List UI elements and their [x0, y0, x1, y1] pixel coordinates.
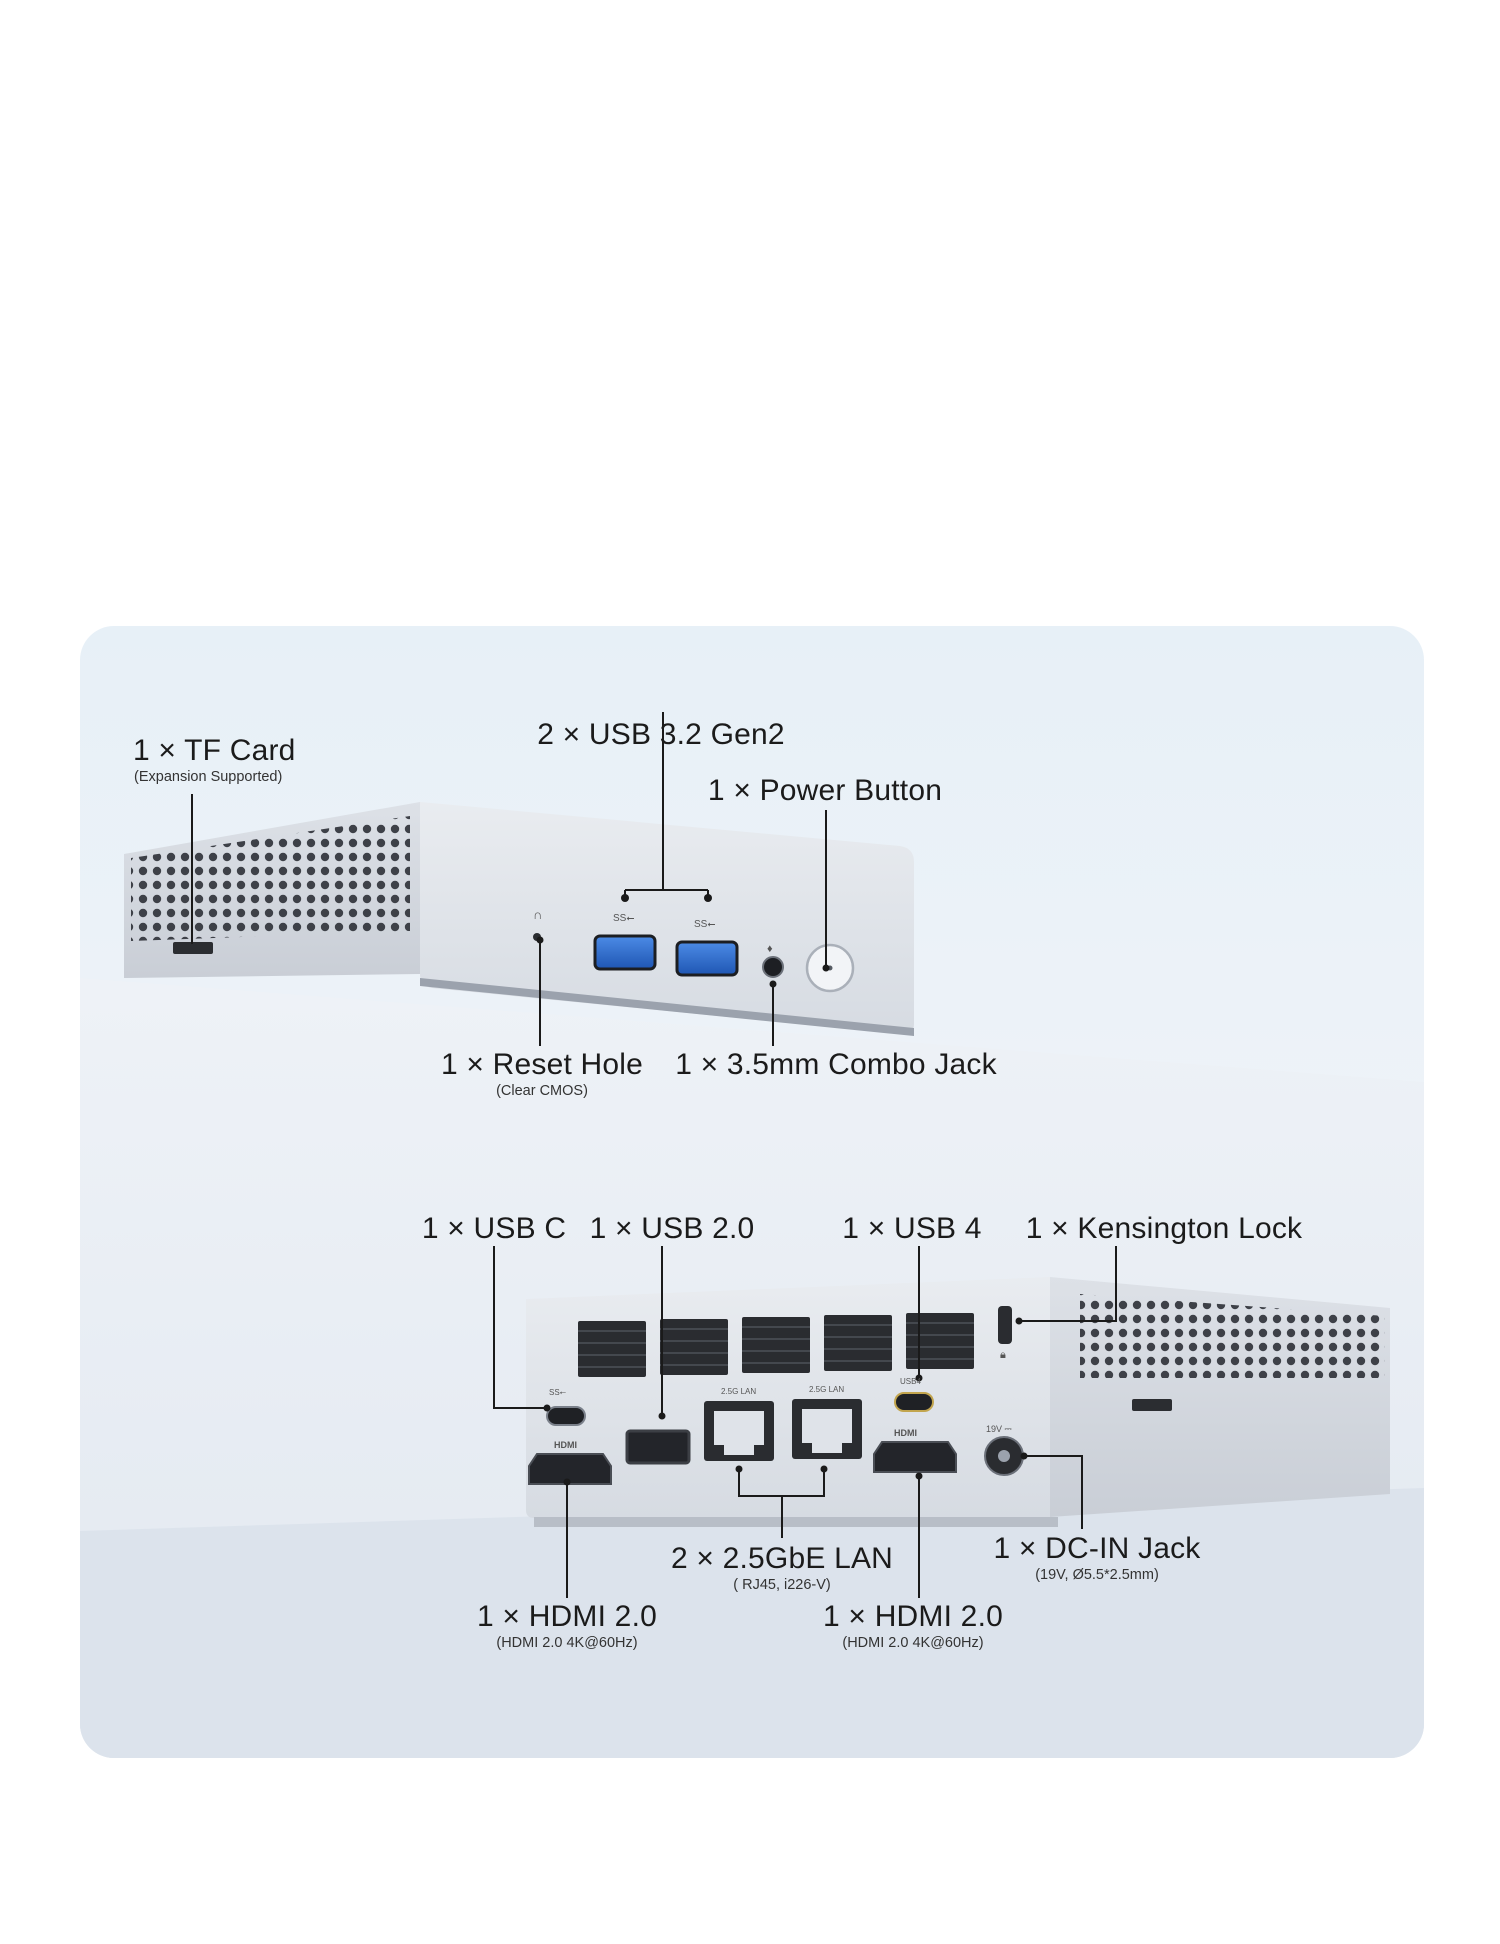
microphone-icon: ♦	[767, 943, 773, 955]
dc-in-note: (19V, Ø5.5*2.5mm)	[1035, 1567, 1159, 1583]
usb20-port	[625, 1429, 691, 1465]
usb32-port-2	[675, 940, 739, 977]
lan-note: ( RJ45, i226-V)	[733, 1577, 831, 1593]
usb-c-port	[546, 1406, 586, 1426]
combo-jack-title: 1 × 3.5mm Combo Jack	[675, 1048, 997, 1081]
device-illustration	[80, 712, 1424, 1758]
lan-port-2	[792, 1399, 862, 1459]
leader-dots	[536, 894, 1028, 1486]
tf-card-slot	[173, 942, 213, 954]
product-panel: SS⭠ SS⭠ ∩ ♦ SS⭠ 2.5G LAN 2.5G LAN USB4 H…	[80, 626, 1424, 1758]
usbc-marking: SS⭠	[549, 1388, 567, 1397]
usb4-title: 1 × USB 4	[842, 1212, 982, 1245]
usb32-title: 2 × USB 3.2 Gen2	[537, 718, 785, 751]
dc-marking: 19V ⎓	[986, 1424, 1012, 1434]
lan-marking-1: 2.5G LAN	[721, 1387, 757, 1396]
hdmi-logo-left: HDMI	[554, 1440, 577, 1450]
lan-port-1	[704, 1401, 774, 1461]
hdmi-left-note: (HDMI 2.0 4K@60Hz)	[496, 1635, 638, 1651]
tf-card-note: (Expansion Supported)	[134, 769, 283, 785]
usb-port-marking-1: SS⭠	[613, 913, 635, 924]
usb32-port-1	[593, 934, 657, 971]
hdmi-left-title: 1 × HDMI 2.0	[477, 1600, 657, 1633]
usb4-port	[894, 1392, 934, 1412]
lock-icon: 🔒︎	[1000, 1349, 1006, 1361]
lan-title: 2 × 2.5GbE LAN	[670, 1542, 894, 1575]
hdmi-port-right	[873, 1441, 957, 1473]
kensington-title: 1 × Kensington Lock	[1025, 1212, 1303, 1245]
shelf-bottom	[80, 1488, 1424, 1758]
power-button-title: 1 × Power Button	[707, 774, 943, 807]
lan-marking-2: 2.5G LAN	[809, 1385, 845, 1394]
usb20-title: 1 × USB 2.0	[589, 1212, 755, 1245]
usb-c-title: 1 × USB C	[421, 1212, 567, 1245]
hdmi-logo-right: HDMI	[894, 1428, 917, 1438]
kensington-lock-slot	[998, 1306, 1012, 1344]
tf-card-title: 1 × TF Card	[133, 734, 296, 767]
combo-jack	[762, 956, 784, 978]
reset-hole-note: (Clear CMOS)	[496, 1083, 588, 1099]
headphone-icon: ∩	[533, 907, 543, 922]
rear-device	[526, 1277, 1390, 1527]
hdmi-right-note: (HDMI 2.0 4K@60Hz)	[842, 1635, 984, 1651]
hdmi-right-title: 1 × HDMI 2.0	[823, 1600, 1003, 1633]
rear-tf-card-slot	[1132, 1399, 1172, 1411]
usb-port-marking-2: SS⭠	[694, 919, 716, 930]
leader-lines	[191, 712, 1117, 1598]
usb4-marking: USB4	[900, 1377, 921, 1386]
reset-hole-title: 1 × Reset Hole	[440, 1048, 644, 1081]
hdmi-port-left	[528, 1453, 612, 1485]
front-device	[124, 802, 914, 1036]
dc-in-title: 1 × DC-IN Jack	[993, 1532, 1201, 1565]
